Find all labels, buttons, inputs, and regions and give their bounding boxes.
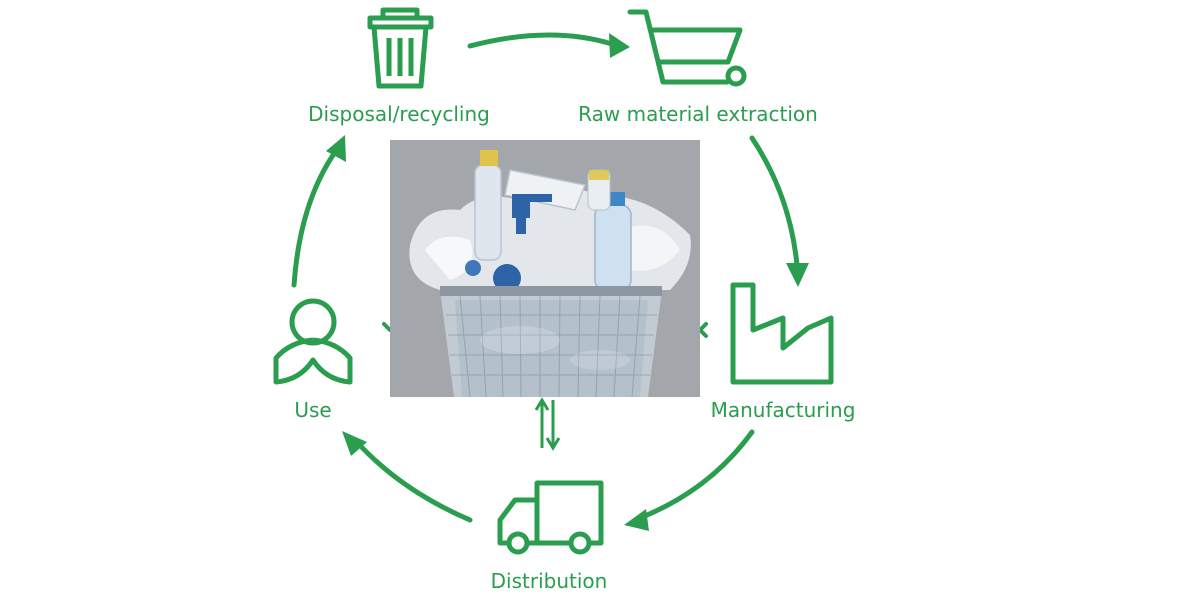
factory-icon bbox=[730, 282, 834, 385]
raw-material-extraction-label: Raw material extraction bbox=[578, 102, 818, 126]
arrow-inner-left-fragment bbox=[382, 322, 392, 332]
plastic-waste-photo bbox=[390, 140, 700, 397]
arrowhead-distribution bbox=[624, 509, 649, 531]
arrow-inner-right-fragment bbox=[698, 322, 708, 338]
distribution-label: Distribution bbox=[490, 569, 608, 593]
person-icon bbox=[273, 298, 353, 385]
arrowhead-raw bbox=[609, 33, 630, 58]
arrow-disposal-to-raw bbox=[467, 32, 615, 49]
arrow-distribution-to-use bbox=[352, 437, 473, 523]
double-arrow-icon bbox=[534, 397, 561, 451]
arrow-manufacturing-to-distribution bbox=[637, 429, 755, 521]
disposal-recycling-label: Disposal/recycling bbox=[308, 102, 490, 126]
trash-bin-icon bbox=[367, 7, 434, 89]
arrowhead-disposal bbox=[326, 135, 346, 162]
arrow-use-to-disposal bbox=[291, 145, 341, 288]
use-label: Use bbox=[294, 398, 332, 422]
arrow-raw-to-manufacturing bbox=[749, 135, 800, 268]
arrowhead-use bbox=[342, 431, 367, 456]
delivery-truck-icon bbox=[497, 480, 604, 555]
wheelbarrow-icon bbox=[627, 9, 747, 87]
arrowhead-manufacturing bbox=[786, 263, 809, 287]
manufacturing-label: Manufacturing bbox=[710, 398, 856, 422]
